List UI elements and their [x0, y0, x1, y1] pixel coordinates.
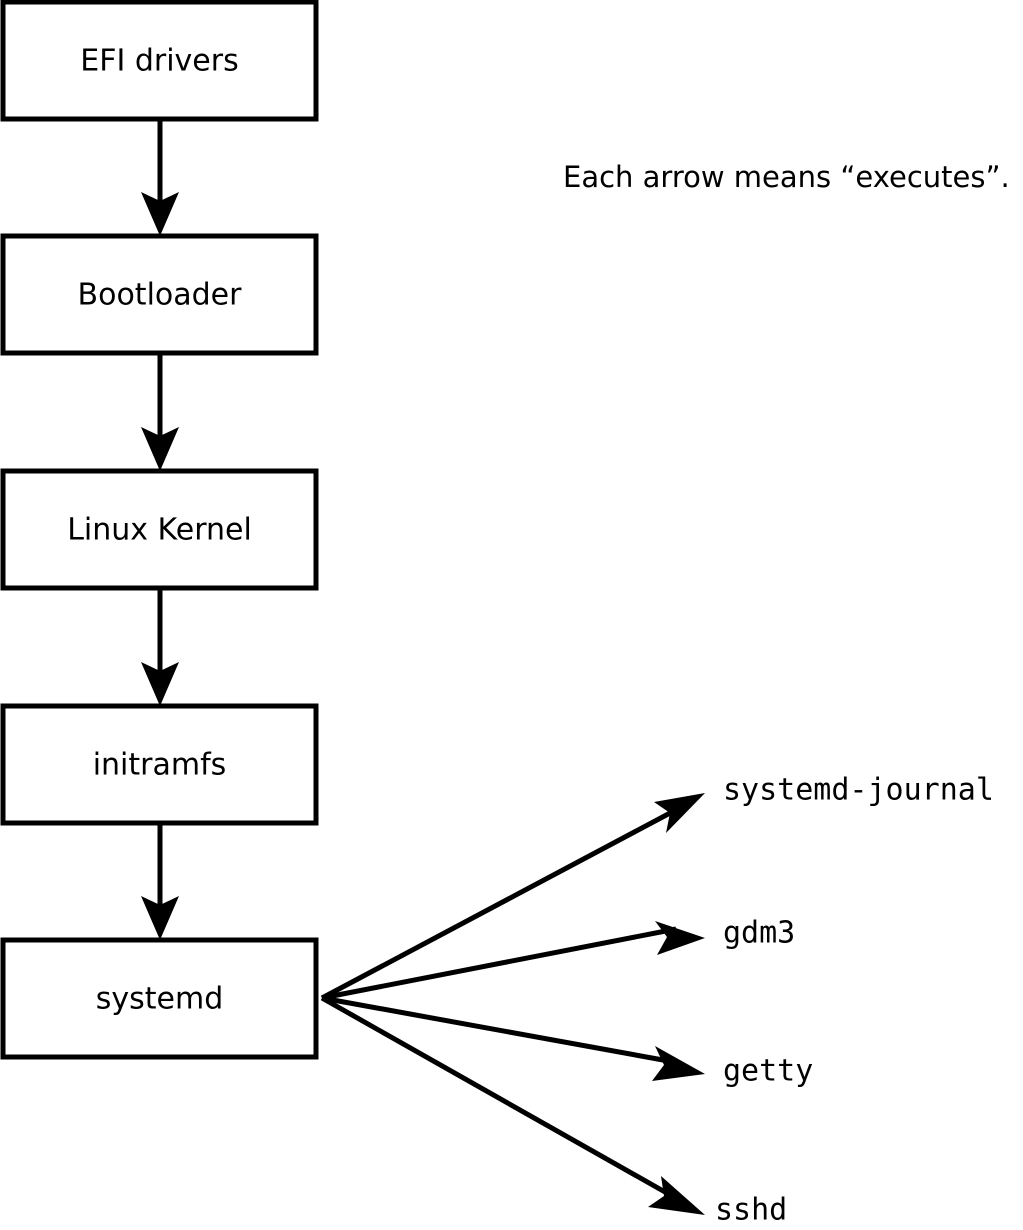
box-outline [0, 233, 319, 356]
chain-arrow-kernel-to-initramfs [141, 588, 179, 706]
box-outline [0, 468, 319, 591]
arrowhead-icon [652, 1046, 705, 1081]
box-label-initramfs: initramfs [93, 748, 227, 783]
box-efi-drivers[interactable]: EFI drivers [0, 0, 319, 122]
box-bootloader[interactable]: Bootloader [0, 233, 319, 356]
box-label-linux-kernel: Linux Kernel [67, 513, 252, 548]
box-label-systemd: systemd [96, 982, 224, 1017]
fan-arrow-line [321, 995, 675, 1065]
arrowhead-icon [654, 793, 705, 833]
arrowhead-icon [648, 1176, 705, 1215]
fan-arrow-line [320, 995, 667, 1195]
fan-arrow-gdm3 [321, 921, 705, 1001]
arrowhead-down-icon [141, 662, 179, 706]
box-initramfs[interactable]: initramfs [0, 703, 319, 826]
chain-arrow-efi-to-bootloader [141, 119, 179, 236]
arrowhead-down-icon [141, 192, 179, 236]
box-outline [0, 703, 319, 826]
chain-arrow-initramfs-to-systemd [141, 823, 179, 940]
chain-arrow-bootloader-to-kernel [141, 353, 179, 471]
leaf-label-systemd-journal: systemd-journal [723, 773, 994, 808]
legend-text: Each arrow means “executes”. [563, 160, 1010, 194]
box-linux-kernel[interactable]: Linux Kernel [0, 468, 319, 591]
box-outline [0, 937, 319, 1060]
fan-arrow-getty [321, 995, 705, 1081]
fan-arrow-line [320, 809, 674, 1001]
box-systemd[interactable]: systemd [0, 937, 319, 1060]
box-label-bootloader: Bootloader [78, 278, 243, 313]
leaf-label-sshd: sshd [715, 1193, 787, 1228]
fan-arrow-sshd [320, 995, 705, 1215]
arrowhead-down-icon [141, 427, 179, 471]
box-label-efi-drivers: EFI drivers [80, 44, 238, 79]
fan-arrow-line [321, 926, 677, 1001]
fan-arrow-systemd-journal [320, 793, 705, 1001]
leaf-label-getty: getty [723, 1054, 813, 1089]
leaf-label-gdm3: gdm3 [723, 916, 795, 951]
arrowhead-icon [655, 921, 705, 955]
box-outline [0, 0, 319, 122]
arrowhead-down-icon [141, 896, 179, 940]
